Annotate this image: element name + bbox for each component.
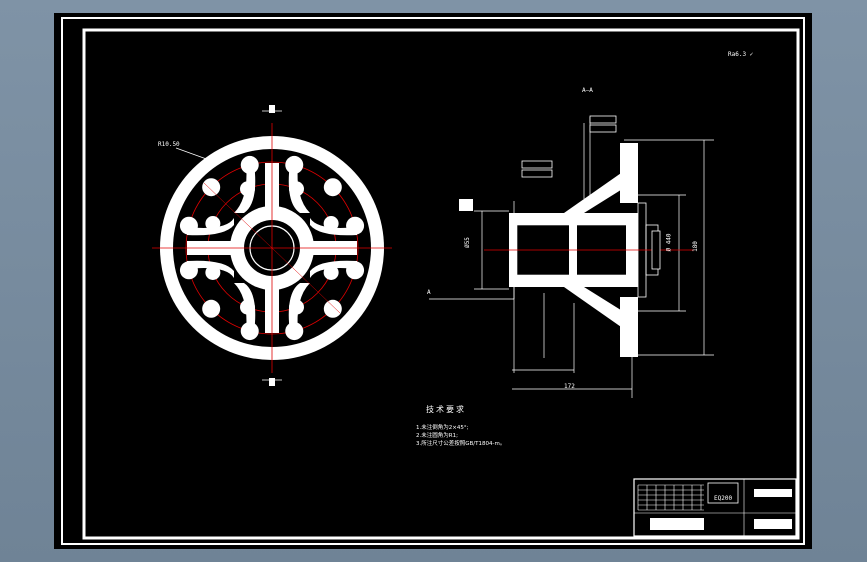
technical-requirements-title: 技术要求 <box>426 405 466 414</box>
dimension-total: 180 <box>691 241 699 252</box>
centerline-d1 <box>203 182 341 314</box>
requirement-2: 2.未注圆角为R1; <box>416 433 458 439</box>
requirement-1: 1.未注倒角为2×45°; <box>416 425 469 431</box>
leader-label: R10.50 <box>158 141 180 148</box>
bolt-hole <box>202 299 221 318</box>
section-marker-bottom <box>269 378 275 386</box>
bolt-hole <box>323 178 342 197</box>
requirement-3: 3.所注尺寸公差按照GB/T1804-m。 <box>416 441 506 447</box>
leader-line <box>175 147 213 162</box>
tolerance-frames <box>521 115 661 270</box>
drawing-sheet: Ra6.3 ✓ A—A A R10.50 Ø55 Ø 440 180 172 技… <box>54 13 812 549</box>
engineering-drawing <box>61 17 805 545</box>
dimension-left: Ø55 <box>463 237 471 248</box>
title-block-name: EQ200 <box>714 495 733 502</box>
title-block <box>633 478 797 537</box>
bolt-hole <box>202 178 221 197</box>
inner-border <box>82 28 800 540</box>
datum-block <box>459 199 473 211</box>
front-view <box>152 105 392 386</box>
section-marker-top <box>269 105 275 113</box>
bolt-hole <box>323 299 342 318</box>
section-marker-label: A <box>427 289 431 296</box>
dimension-bottom: 172 <box>564 383 575 390</box>
dimension-right: Ø 440 <box>665 233 673 252</box>
roughness-symbol: Ra6.3 ✓ <box>728 51 754 58</box>
section-view <box>429 115 714 398</box>
section-label: A—A <box>582 87 593 94</box>
outer-border <box>61 17 805 545</box>
